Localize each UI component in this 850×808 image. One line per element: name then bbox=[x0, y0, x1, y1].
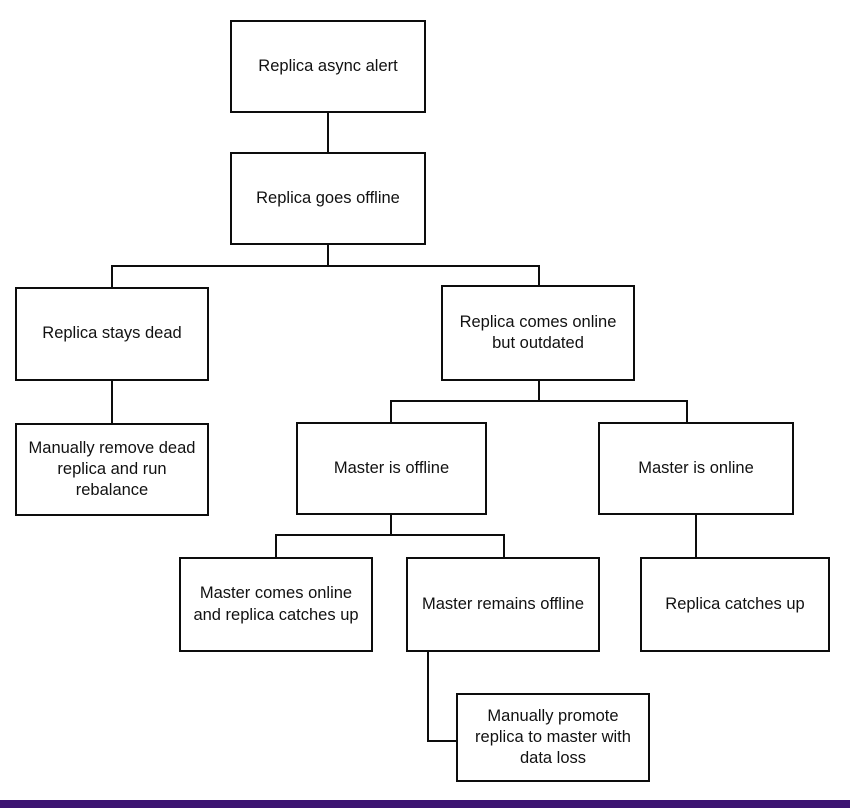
node-label: Manually remove dead replica and run reb… bbox=[28, 438, 196, 500]
connector-master-online-to-replica-catches-up bbox=[695, 515, 697, 558]
connector-remains-offline-to-manual-promote bbox=[427, 652, 429, 741]
connector-master-offline-to-split-3 bbox=[390, 515, 392, 535]
node-master-comes-online-and-replica-catches-up[interactable]: Master comes online and replica catches … bbox=[179, 557, 373, 652]
footer-accent-bar bbox=[0, 800, 850, 808]
connector-split-to-master-comes-online bbox=[275, 534, 277, 558]
node-master-is-offline[interactable]: Master is offline bbox=[296, 422, 487, 515]
connector-split-to-replica-comes-online bbox=[538, 265, 540, 286]
node-label: Master comes online and replica catches … bbox=[193, 584, 359, 624]
node-replica-async-alert[interactable]: Replica async alert bbox=[230, 20, 426, 113]
node-label: Replica stays dead bbox=[42, 324, 182, 343]
connector-outdated-to-split-2 bbox=[538, 381, 540, 401]
node-replica-comes-online-but-outdated[interactable]: Replica comes online but outdated bbox=[441, 285, 635, 381]
node-manually-promote-replica[interactable]: Manually promote replica to master with … bbox=[456, 693, 650, 782]
node-label: Master remains offline bbox=[421, 594, 584, 613]
connector-split-to-master-is-online bbox=[686, 400, 688, 423]
connector-split-level-3-bar bbox=[275, 534, 505, 536]
connector-alert-to-goes-offline bbox=[327, 113, 329, 152]
node-label: Replica catches up bbox=[665, 594, 805, 613]
node-label: Master is online bbox=[638, 458, 754, 477]
node-master-remains-offline[interactable]: Master remains offline bbox=[406, 557, 600, 652]
connector-split-to-master-is-offline bbox=[390, 400, 392, 423]
node-label: Master is offline bbox=[333, 458, 450, 477]
connector-split-to-replica-stays-dead bbox=[111, 265, 113, 288]
connector-goes-offline-to-split bbox=[327, 245, 329, 266]
node-replica-stays-dead[interactable]: Replica stays dead bbox=[15, 287, 209, 381]
node-label: Replica goes offline bbox=[256, 188, 400, 207]
node-replica-catches-up[interactable]: Replica catches up bbox=[640, 557, 830, 652]
node-label: Manually promote replica to master with … bbox=[475, 706, 631, 768]
node-label: Replica async alert bbox=[258, 56, 398, 75]
connector-remains-offline-to-manual-promote bbox=[427, 740, 458, 742]
node-master-is-online[interactable]: Master is online bbox=[598, 422, 794, 515]
node-replica-goes-offline[interactable]: Replica goes offline bbox=[230, 152, 426, 245]
node-manually-remove-dead-replica[interactable]: Manually remove dead replica and run reb… bbox=[15, 423, 209, 516]
connector-stays-dead-to-manual-remove bbox=[111, 381, 113, 424]
connector-split-level-1-bar bbox=[111, 265, 540, 267]
node-label: Replica comes online but outdated bbox=[459, 312, 617, 352]
connector-split-to-master-remains-offline bbox=[503, 534, 505, 558]
connector-split-level-2-bar bbox=[390, 400, 687, 402]
